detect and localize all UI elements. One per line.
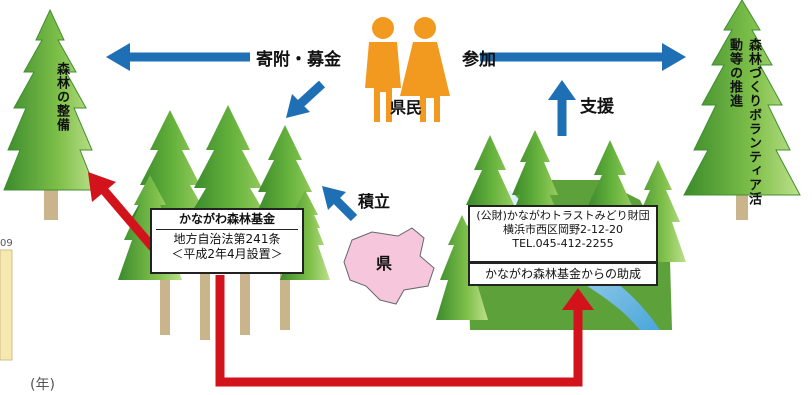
support-label: 支援 xyxy=(580,97,614,117)
left-tree-icon xyxy=(3,8,97,220)
citizens-icon xyxy=(365,17,450,122)
accumulate-label: 積立 xyxy=(358,192,391,211)
left-forest-label: 森林の整備 xyxy=(54,62,69,132)
trust-info-box: (公財)かながわトラストみどり財団 横浜市西区岡野2-12-20 TEL.045… xyxy=(468,205,658,263)
grant-box: かながわ森林基金からの助成 xyxy=(468,262,658,286)
volunteer-tree-icon xyxy=(683,0,801,220)
prefecture-label: 県 xyxy=(376,254,393,273)
red-arrows xyxy=(88,172,594,387)
edge-left-digits: 09 xyxy=(0,238,13,249)
edge-bottom-text: (年) xyxy=(30,377,55,393)
trust-phone: TEL.045-412-2255 xyxy=(512,236,614,250)
accumulate-arrow xyxy=(330,194,358,222)
left-edge-panel xyxy=(0,249,13,361)
fund-established: ＜平成2年4月設置＞ xyxy=(171,247,283,261)
prefecture-map-icon xyxy=(343,227,435,305)
fund-law: 地方自治法第241条 xyxy=(173,232,281,246)
trust-name: (公財)かながわトラストみどり財団 xyxy=(476,209,650,222)
donation-to-fund-arrow xyxy=(294,80,326,110)
blue-arrows xyxy=(122,52,668,222)
donation-label: 寄附・募金 xyxy=(256,50,341,70)
fund-info-box: かながわ森林基金 地方自治法第241条 ＜平成2年4月設置＞ xyxy=(150,208,304,274)
fund-name: かながわ森林基金 xyxy=(156,212,298,230)
citizens-label: 県民 xyxy=(390,98,423,117)
participation-label: 参加 xyxy=(462,50,496,70)
trust-address: 横浜市西区岡野2-12-20 xyxy=(503,222,623,236)
right-forest-label: 森林づくりボランティア活動等の推進 xyxy=(727,38,761,206)
